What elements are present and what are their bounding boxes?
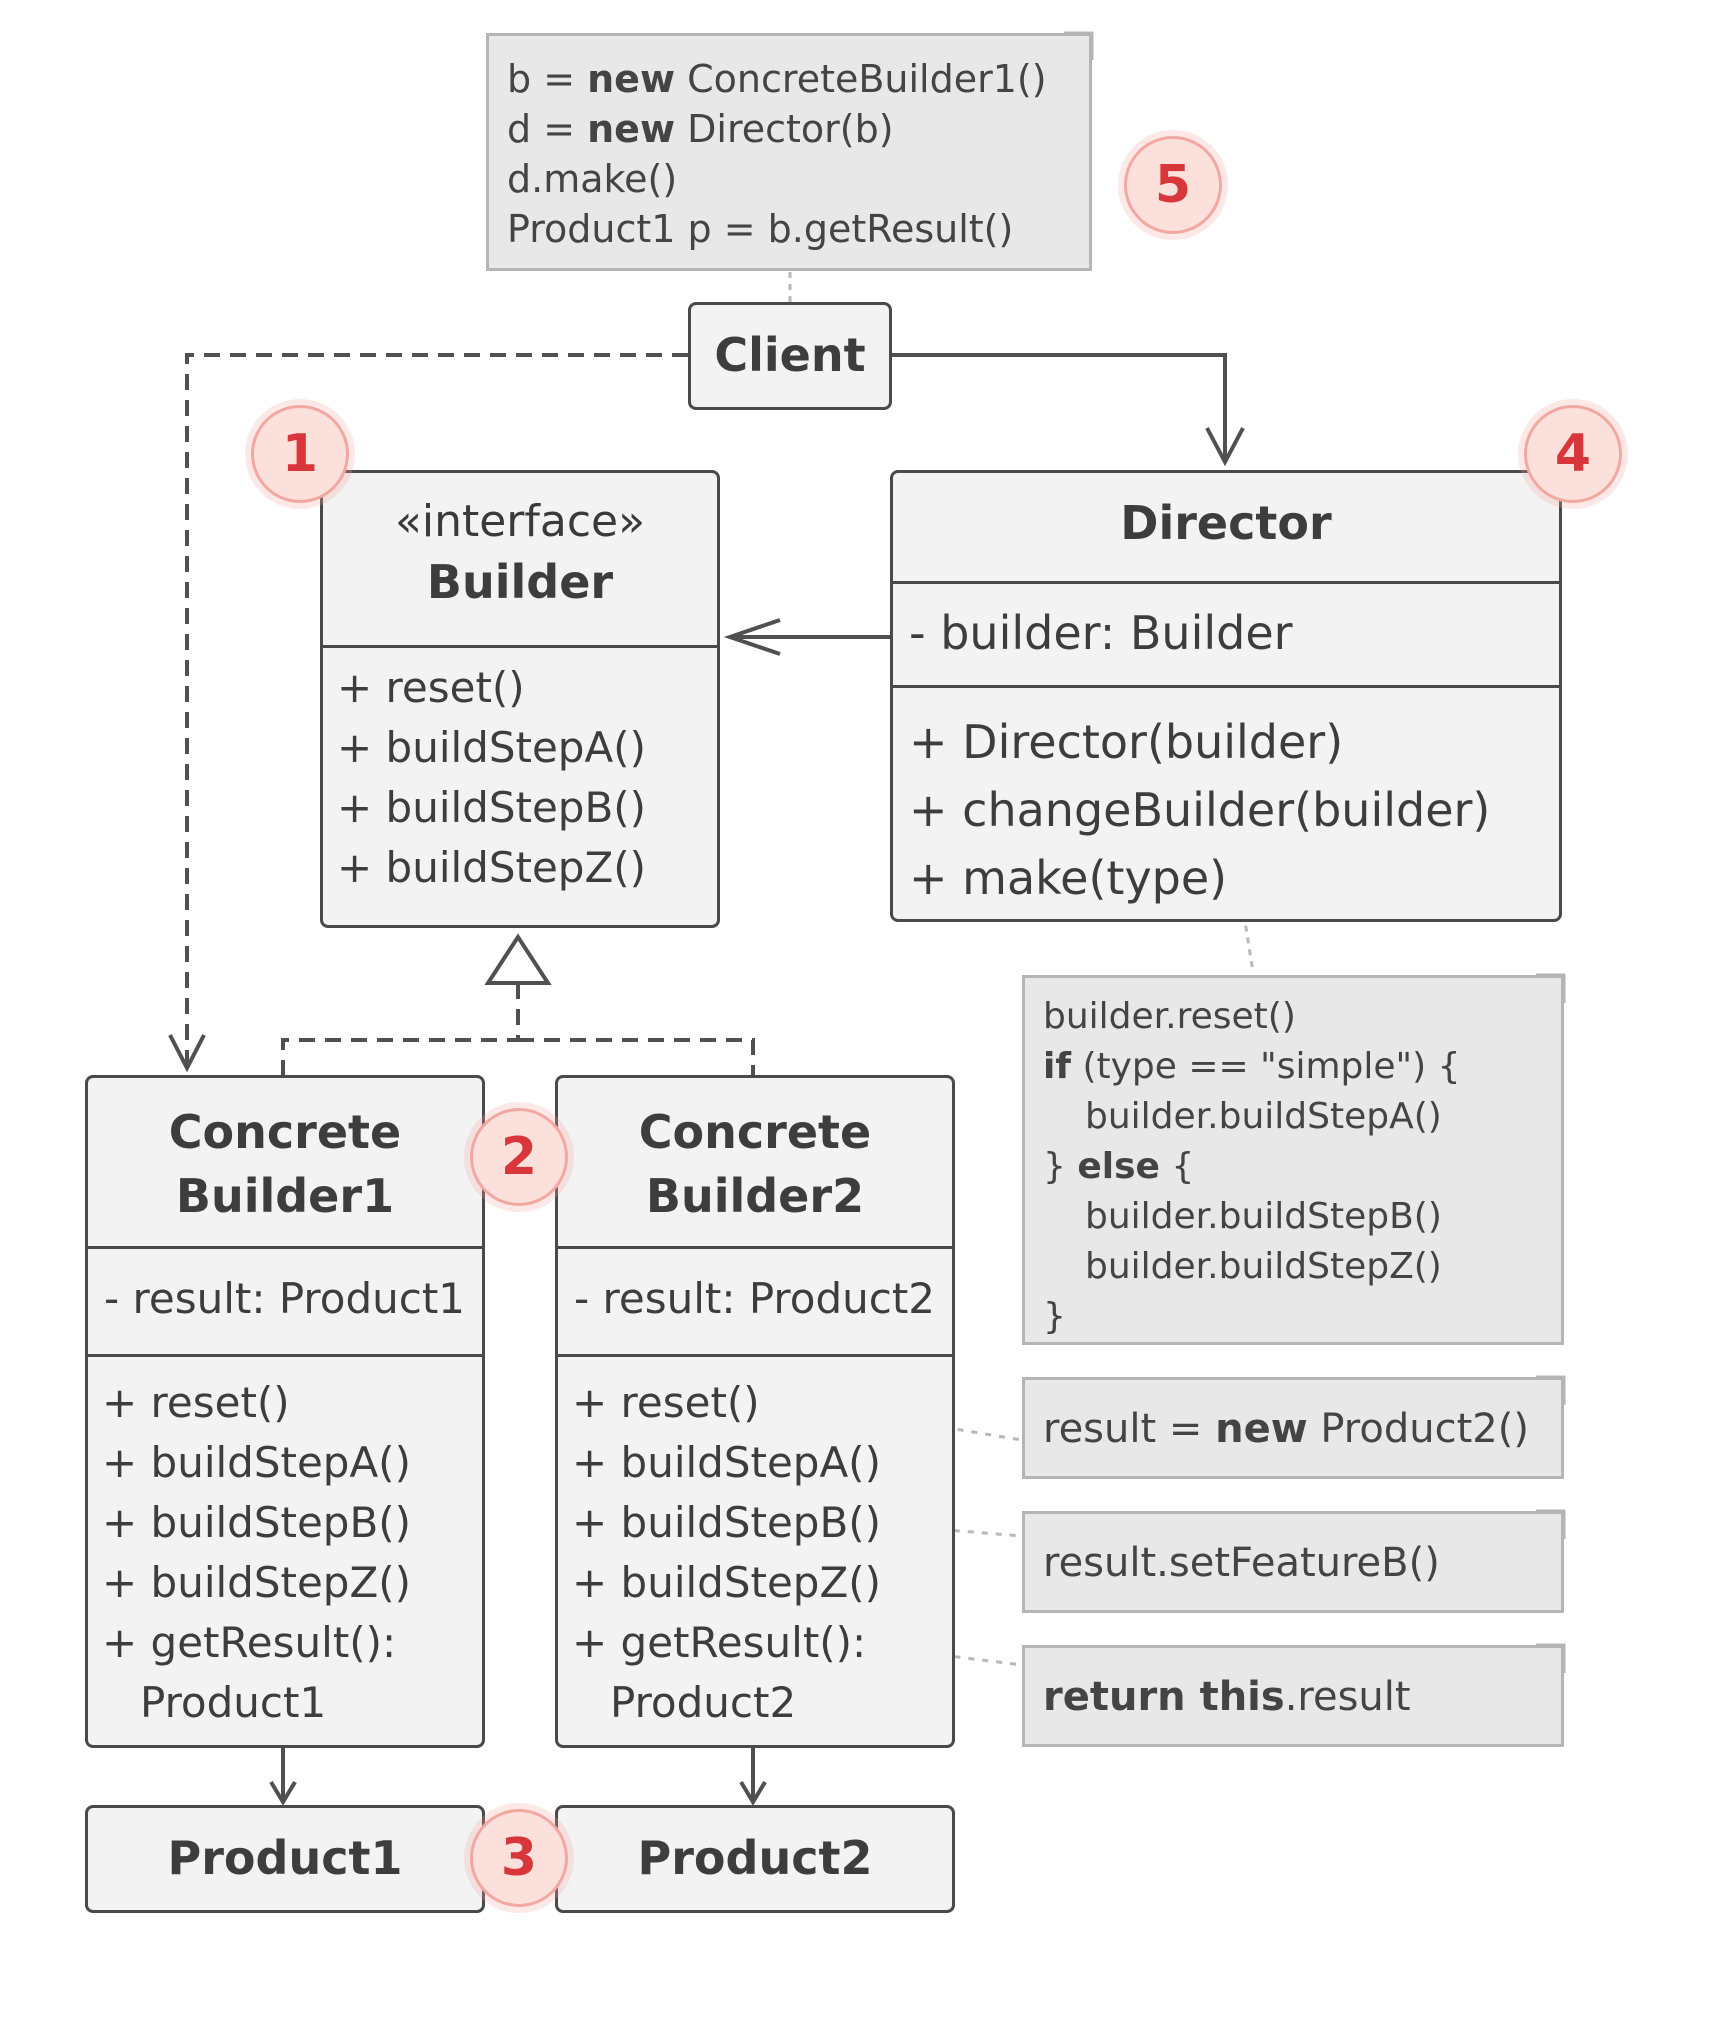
note-line: d = new Director(b) <box>507 107 894 151</box>
client-to-director-association <box>890 353 1227 462</box>
field: - result: Product1 <box>104 1274 466 1323</box>
field: - result: Product2 <box>574 1274 936 1323</box>
class-title: Director <box>1120 496 1332 550</box>
getresult-code-note: return this.result <box>1022 1645 1564 1747</box>
method: + buildStepB() <box>337 783 647 832</box>
concrete-builder1-class[interactable]: Concrete Builder1 - result: Product1 + r… <box>85 1075 485 1748</box>
make-code-note: builder.reset() if (type == "simple") { … <box>1022 975 1564 1345</box>
note-line: Product1 p = b.getResult() <box>507 207 1014 251</box>
class-title-line: Builder1 <box>175 1169 395 1223</box>
class-title-line: Concrete <box>168 1105 402 1159</box>
product2-class[interactable]: Product2 <box>555 1805 955 1913</box>
note-line: builder.buildStepA() <box>1085 1096 1442 1137</box>
association-arrowhead <box>1205 427 1245 467</box>
class-title: Client <box>714 328 866 382</box>
note-line: } <box>1043 1296 1066 1337</box>
method-return-type: Product1 <box>140 1678 327 1727</box>
field: - builder: Builder <box>909 606 1293 660</box>
reset-code-note: result = new Product2() <box>1022 1377 1564 1479</box>
note-line: builder.buildStepZ() <box>1085 1246 1442 1287</box>
method: + buildStepA() <box>102 1438 411 1487</box>
method: + getResult(): <box>572 1618 867 1667</box>
director-class[interactable]: Director - builder: Builder + Director(b… <box>890 470 1562 922</box>
class-title: Product2 <box>637 1831 873 1885</box>
note-line: d.make() <box>507 157 678 201</box>
method: + buildStepZ() <box>572 1558 881 1607</box>
step-badge-5: 5 <box>1124 136 1222 234</box>
method: + buildStepZ() <box>337 843 646 892</box>
note-line: if (type == "simple") { <box>1043 1046 1461 1087</box>
class-title-line: Concrete <box>638 1105 872 1159</box>
method: + buildStepZ() <box>102 1558 411 1607</box>
stepb-code-note: result.setFeatureB() <box>1022 1511 1564 1613</box>
dependency-arrowhead <box>168 1034 206 1073</box>
client-code-note: b = new ConcreteBuilder1() d = new Direc… <box>486 33 1092 271</box>
client-to-concrete-builder1-dependency <box>185 353 688 1065</box>
note-line: builder.reset() <box>1043 996 1296 1037</box>
step-badge-4: 4 <box>1524 405 1622 503</box>
method: + getResult(): <box>102 1618 397 1667</box>
step-badge-1: 1 <box>251 405 349 503</box>
method: + Director(builder) <box>909 715 1344 769</box>
method: + reset() <box>102 1378 290 1427</box>
method: + reset() <box>572 1378 760 1427</box>
method: + buildStepA() <box>572 1438 881 1487</box>
concrete-builder2-class[interactable]: Concrete Builder2 - result: Product2 + r… <box>555 1075 955 1748</box>
method: + buildStepB() <box>102 1498 412 1547</box>
aggregation-arrowhead <box>723 618 781 656</box>
method: + changeBuilder(builder) <box>909 783 1491 837</box>
note-line: builder.buildStepB() <box>1085 1196 1442 1237</box>
step-badge-2: 2 <box>470 1108 568 1206</box>
method: + make(type) <box>909 851 1228 905</box>
method: + buildStepB() <box>572 1498 882 1547</box>
note-line: } else { <box>1043 1146 1195 1187</box>
builder-interface[interactable]: «interface» Builder + reset() + buildSte… <box>320 470 720 928</box>
stereotype-label: «interface» <box>394 496 646 547</box>
note-line: b = new ConcreteBuilder1() <box>507 57 1047 101</box>
realization-line <box>281 983 520 1075</box>
product1-class[interactable]: Product1 <box>85 1805 485 1913</box>
class-title: Product1 <box>167 1831 403 1885</box>
client-class[interactable]: Client <box>688 302 892 410</box>
method: + reset() <box>337 663 525 712</box>
class-title: Builder <box>426 555 614 609</box>
realization-triangle <box>484 933 552 985</box>
realization-line-2 <box>518 1038 755 1075</box>
method-return-type: Product2 <box>610 1678 797 1727</box>
step-badge-3: 3 <box>470 1809 568 1907</box>
class-title-line: Builder2 <box>645 1169 865 1223</box>
method: + buildStepA() <box>337 723 646 772</box>
